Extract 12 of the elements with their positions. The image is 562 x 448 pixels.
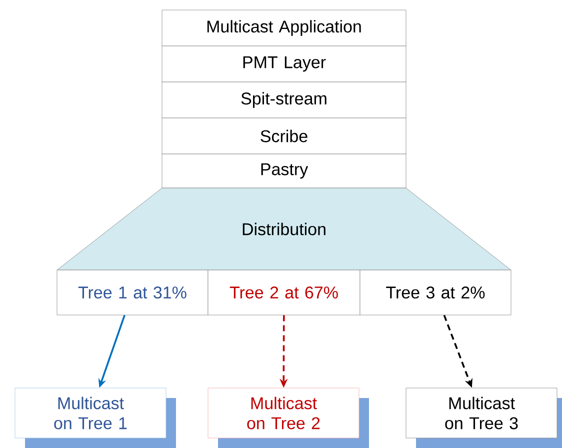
layer-box: Spit-stream (162, 82, 406, 118)
multicast-box: Multicast on Tree 3 (406, 388, 562, 448)
multicast-box: Multicast on Tree 2 (208, 388, 369, 448)
multicast-box: Multicast on Tree 1 (14, 388, 176, 448)
tree-cell: Tree 3 at 2% (360, 270, 512, 316)
layer-box: PMT Layer (162, 46, 406, 82)
layer-box: Pastry (162, 154, 406, 188)
tree-cell: Tree 2 at 67% (208, 270, 360, 316)
distribution-trapezoid: Distribution (56, 188, 512, 270)
tree-cell: Tree 1 at 31% (56, 270, 208, 316)
layer-box: Multicast Application (162, 10, 406, 46)
layer-box: Scribe (162, 118, 406, 154)
